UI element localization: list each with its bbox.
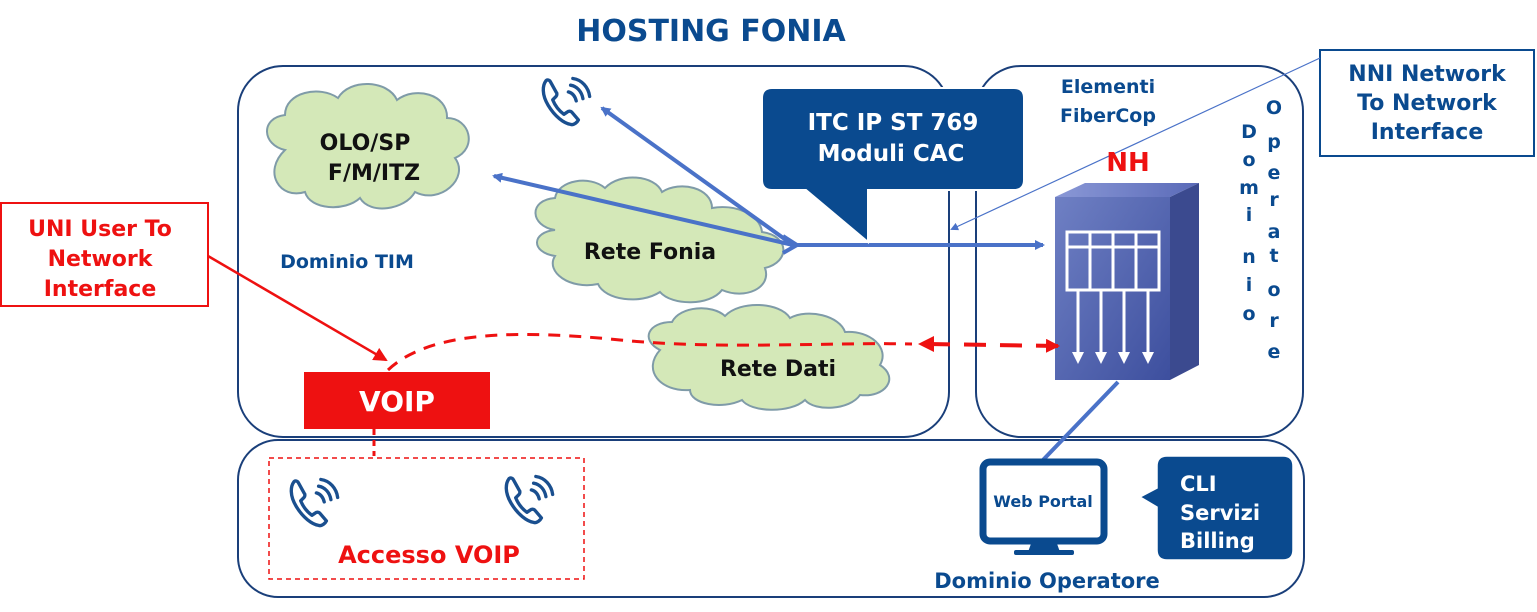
phone-icon: [541, 76, 592, 127]
nni-callout: [1319, 49, 1535, 157]
uni-callout: [0, 202, 209, 307]
svg-text:a: a: [1268, 221, 1281, 243]
arrow-center-left-cap-2: [782, 243, 798, 255]
voip-arrow-left-head: [918, 336, 934, 352]
svg-text:o: o: [1242, 303, 1255, 325]
itc-callout-line2: Moduli CAC: [818, 141, 965, 167]
dominio-tim-box: [237, 65, 950, 438]
arrow-to-olo: [492, 172, 794, 247]
uni-line2: Network: [48, 247, 154, 272]
voip-box: [304, 372, 490, 429]
cli-line2: Servizi: [1180, 501, 1260, 525]
svg-text:t: t: [1269, 245, 1278, 267]
cloud-olo-label-2: F/M/ITZ: [328, 161, 420, 186]
svg-text:r: r: [1269, 189, 1279, 211]
cloud-rete-fonia-label: Rete Fonia: [584, 240, 716, 265]
uni-line1: UNI User To: [28, 217, 172, 242]
accesso-voip-box: [268, 457, 585, 580]
svg-text:D: D: [1241, 121, 1257, 143]
dominio-tim-label: Dominio TIM: [280, 251, 414, 273]
svg-text:o: o: [1267, 279, 1280, 301]
svg-text:n: n: [1242, 246, 1256, 268]
phone-icon: [504, 474, 555, 525]
nh-to-portal-line: [1041, 380, 1120, 462]
voip-to-nh-arrow: [927, 338, 1060, 353]
arrow-to-phone: [600, 106, 795, 247]
nni-line1: NNI Network: [1348, 62, 1507, 87]
operatore-vertical-label: O p e r a t o r e: [1266, 97, 1282, 363]
nh-label: NH: [1106, 148, 1150, 178]
cloud-olo-sp: [266, 83, 470, 210]
cli-callout: [1138, 455, 1294, 561]
server-rack-icon: [1055, 183, 1199, 380]
fibercop-label-1: Elementi: [1061, 76, 1155, 98]
svg-text:i: i: [1246, 274, 1253, 296]
svg-text:i: i: [1246, 204, 1253, 226]
monitor-icon: [979, 458, 1108, 555]
cloud-olo-label-1: OLO/SP: [320, 131, 411, 156]
svg-text:O: O: [1266, 97, 1282, 119]
itc-callout: [761, 87, 1025, 245]
uni-line3: Interface: [44, 277, 157, 302]
fibercop-label-2: FiberCop: [1060, 105, 1156, 127]
cli-line1: CLI: [1180, 472, 1217, 496]
cli-line3: Billing: [1180, 529, 1255, 553]
phone-icon: [289, 477, 340, 528]
voip-label: VOIP: [359, 385, 435, 418]
svg-text:o: o: [1242, 149, 1255, 171]
svg-text:r: r: [1269, 310, 1279, 332]
cloud-rete-fonia: [534, 176, 785, 304]
svg-text:m: m: [1239, 177, 1259, 199]
page-title: HOSTING FONIA: [576, 14, 846, 49]
svg-text:e: e: [1268, 341, 1281, 363]
nni-line3: Interface: [1371, 120, 1484, 145]
svg-text:e: e: [1268, 162, 1281, 184]
nni-line2: To Network: [1357, 91, 1498, 116]
dominio-vertical-label: D o m i n i o: [1239, 121, 1259, 325]
dominio-operatore-label: Dominio Operatore: [934, 569, 1160, 593]
itc-callout-line1: ITC IP ST 769: [808, 110, 979, 136]
cloud-rete-dati-label: Rete Dati: [720, 357, 836, 382]
cloud-rete-dati: [647, 303, 891, 411]
svg-text:p: p: [1267, 131, 1281, 153]
arrow-center-left-cap: [781, 234, 799, 247]
accesso-voip-label: Accesso VOIP: [338, 541, 520, 569]
fibercop-box: [975, 65, 1304, 438]
dominio-operatore-box: [237, 439, 1305, 598]
voip-data-path: [386, 332, 913, 372]
web-portal-label: Web Portal: [993, 492, 1093, 511]
uni-pointer-line: [207, 254, 388, 362]
nni-pointer-line: [950, 57, 1321, 231]
